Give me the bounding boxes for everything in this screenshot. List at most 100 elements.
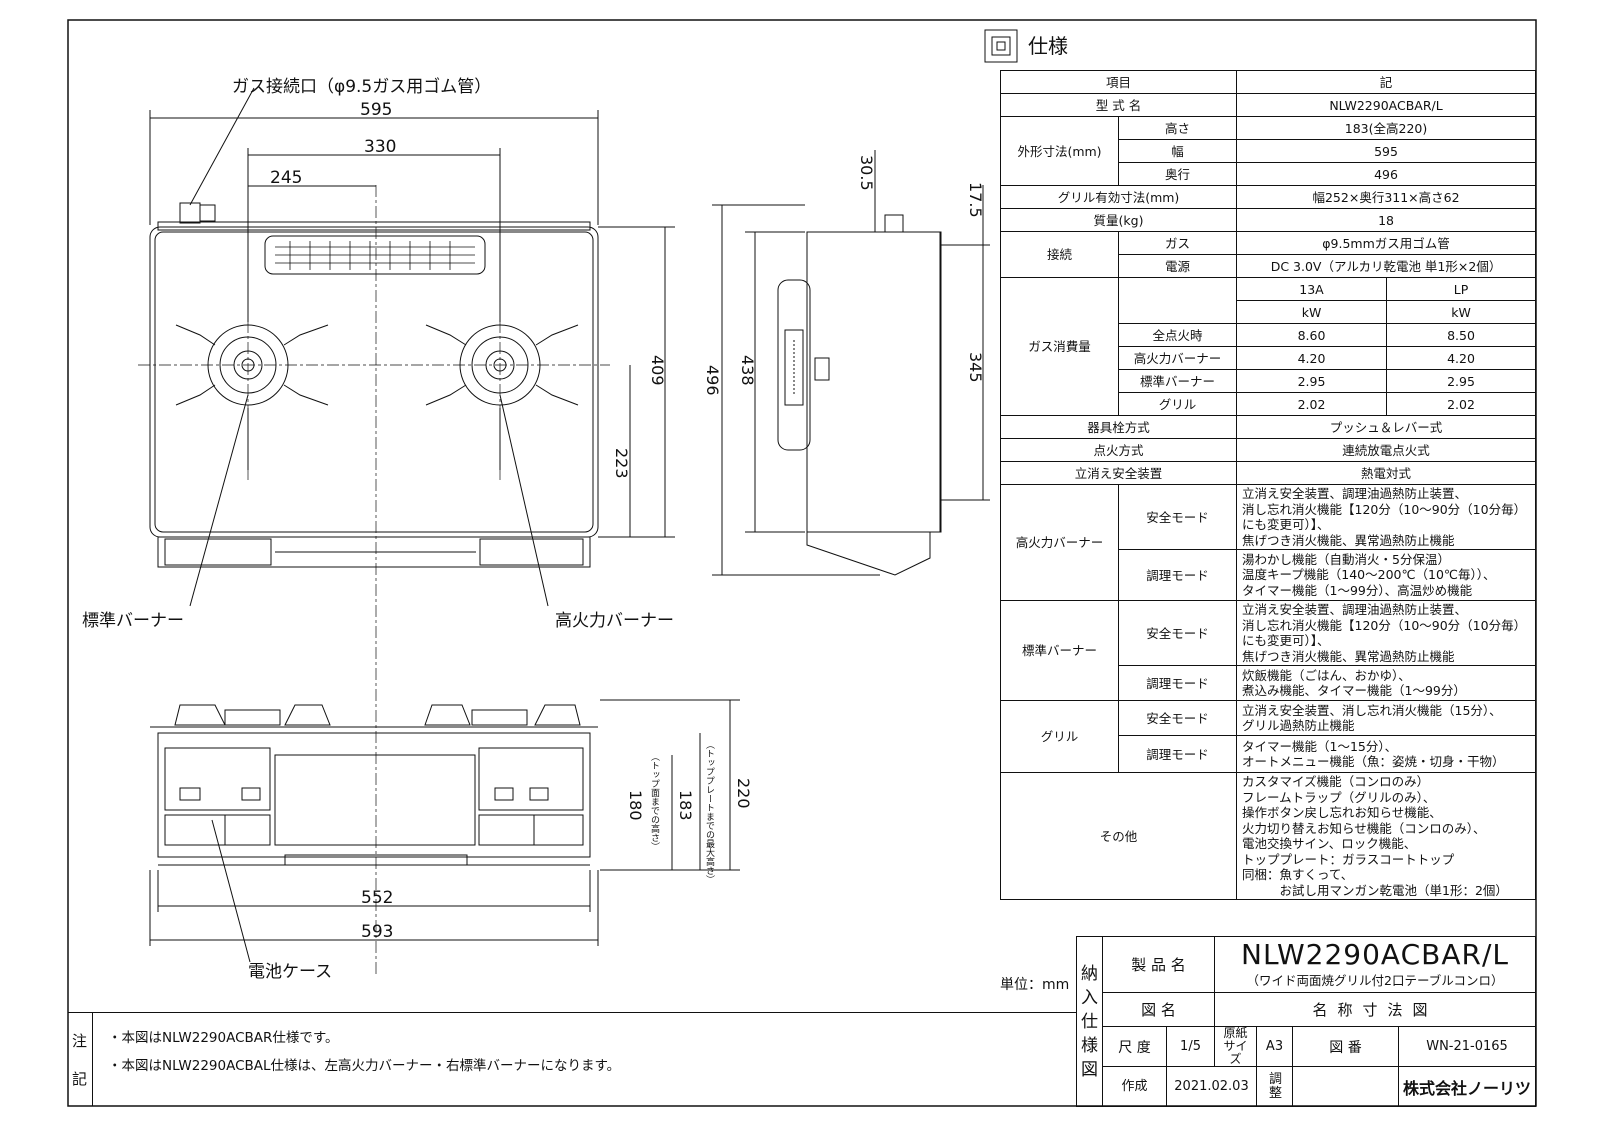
connection-key: ガス [1117, 231, 1238, 255]
table-row: グリル 安全モード 立消え安全装置、消し忘れ消火機能（15分）、 グリル過熱防止… [1000, 700, 1537, 773]
other-text: カスタマイズ機能（コンロのみ） フレームトラップ（グリルのみ）、 操作ボタン戻し… [1236, 772, 1537, 900]
ignition-value: 連続放電点火式 [1236, 438, 1537, 462]
table-row: 納 入 仕 様 図 製 品 名 NLW2290ACBAR/L （ワイド両面焼グリ… [1076, 936, 1537, 1107]
flame-safety-value: 熱電対式 [1236, 461, 1537, 485]
mode-label: 調理モード [1117, 549, 1238, 601]
gas-unit: kW [1236, 300, 1388, 324]
outer-dim-value: 595 [1236, 139, 1537, 163]
mode-label: 調理モード [1117, 665, 1238, 701]
created-date: 2021.02.03 [1165, 1066, 1258, 1107]
spec-table: 項目 記 型 式 名 NLW2290ACBAR/L 外形寸法(mm) 高さ 18… [999, 70, 1537, 900]
gas-value-lp: 8.50 [1386, 323, 1537, 347]
std-burner-label: 標準バーナー [1000, 600, 1119, 701]
paper-size-value: A3 [1256, 1026, 1294, 1067]
table-row: 標準バーナー 安全モード 立消え安全装置、調理油過熱防止装置、 消し忘れ消火機能… [1000, 600, 1537, 701]
table-row: 外形寸法(mm) 高さ 183(全高220) [1000, 116, 1537, 186]
gas-blank [1117, 277, 1238, 324]
created-label: 作成 [1102, 1066, 1167, 1107]
notes-head: 注 記 [68, 1012, 93, 1106]
dim-front-height-top-note: （トップ面までの高さ） [649, 752, 659, 851]
connection-value: φ9.5mmガス用ゴム管 [1236, 231, 1537, 255]
gas-row-key: グリル [1117, 392, 1238, 416]
table-row: 高火力バーナー 安全モード 立消え安全装置、調理油過熱防止装置、 消し忘れ消火機… [1000, 484, 1537, 601]
dim-burner-depth: 223 [612, 448, 631, 479]
spec-header-item: 項目 [999, 70, 1238, 94]
std-burner-safety-text: 立消え安全装置、調理油過熱防止装置、 消し忘れ消火機能【120分（10～90分（… [1236, 600, 1537, 666]
dim-front-height-total: 220 [734, 778, 753, 809]
dim-top-depth: 409 [648, 355, 667, 386]
dim-side-body-height: 345 [966, 352, 985, 383]
table-row: 質量(kg) 18 [999, 208, 1537, 232]
table-row: 項目 記 [999, 70, 1537, 94]
mode-label: 安全モード [1117, 700, 1238, 736]
gas-inlet-label: ガス接続口（φ9.5ガス用ゴム管） [232, 77, 492, 97]
table-row: 型 式 名 NLW2290ACBAR/L [999, 93, 1537, 117]
gas-value-13a: 8.60 [1236, 323, 1388, 347]
dim-side-depth-total: 496 [703, 365, 722, 396]
figure-name-label: 図 名 [1101, 992, 1216, 1027]
gas-row-key: 標準バーナー [1117, 369, 1238, 393]
dim-burner-spacing: 330 [364, 137, 397, 157]
connection-key: 電源 [1117, 254, 1238, 278]
table-row: 高火力バーナー 4.20 4.20 [1001, 346, 1537, 370]
product-description: （ワイド両面焼グリル付2口テーブルコンロ） [1246, 973, 1504, 988]
product-name-cell: NLW2290ACBAR/L （ワイド両面焼グリル付2口テーブルコンロ） [1214, 936, 1537, 993]
mode-label: 安全モード [1117, 484, 1238, 550]
spec-title: 仕様 [1028, 34, 1068, 58]
table-row: 立消え安全装置 熱電対式 [999, 461, 1537, 485]
drawing-number: WN-21-0165 [1398, 1026, 1537, 1067]
outer-dim-key: 高さ [1117, 116, 1238, 140]
gas-row-key: 高火力バーナー [1117, 346, 1238, 370]
adjust-label: 調整 [1256, 1066, 1294, 1107]
table-row: 奥行 496 [1001, 162, 1537, 186]
mass-label: 質量(kg) [999, 208, 1238, 232]
high-power-burner-label: 高火力バーナー [555, 611, 674, 631]
paper-size-label: 原紙サイズ [1214, 1026, 1258, 1067]
table-row: 標準バーナー 2.95 2.95 [1001, 369, 1537, 393]
table-row: kW kW [1001, 300, 1537, 324]
dim-top-width: 595 [360, 100, 393, 120]
grill-cook-text: タイマー機能（1～15分）、 オートメニュー機能（魚：姿焼・切身・干物） [1236, 735, 1537, 773]
high-burner-cook-text: 湯わかし機能（自動消火・5分保温） 温度キープ機能（140～200℃（10℃毎）… [1236, 549, 1537, 601]
gas-value-lp: 4.20 [1386, 346, 1537, 370]
table-row: グリル 2.02 2.02 [1001, 392, 1537, 416]
dim-side-top-offset: 30.5 [857, 155, 876, 191]
table-row: 尺 度 1/5 原紙サイズ A3 図 番 WN-21-0165 [1077, 1026, 1537, 1067]
table-row: 全点火時 8.60 8.50 [1001, 323, 1537, 347]
dim-front-height-plate-note: （トッププレートまでの最大高さ） [704, 740, 714, 884]
gas-value-13a: 2.02 [1236, 392, 1388, 416]
model-label: 型 式 名 [999, 93, 1238, 117]
dim-front-inner-width: 552 [361, 888, 394, 908]
model-value: NLW2290ACBAR/L [1236, 93, 1537, 117]
other-label: その他 [999, 772, 1238, 900]
outer-dim-label: 外形寸法(mm) [1000, 116, 1119, 186]
gas-value-13a: 2.95 [1236, 369, 1388, 393]
dim-front-width: 593 [361, 922, 394, 942]
dim-front-height-top: 180 [626, 790, 645, 821]
connection-label: 接続 [1000, 231, 1119, 278]
gas-consumption-label: ガス消費量 [1000, 277, 1119, 416]
adjust-blank [1292, 1066, 1400, 1107]
company-logo: 株式会社ノーリツ [1398, 1066, 1537, 1107]
grill-safety-text: 立消え安全装置、消し忘れ消火機能（15分）、 グリル過熱防止機能 [1236, 700, 1537, 736]
table-row: 調理モード タイマー機能（1～15分）、 オートメニュー機能（魚：姿焼・切身・干… [1001, 735, 1537, 773]
battery-case-label: 電池ケース [248, 962, 333, 982]
mode-label: 調理モード [1117, 735, 1238, 773]
table-row: 図 名 名称寸法図 [1077, 992, 1537, 1027]
title-block: 納 入 仕 様 図 製 品 名 NLW2290ACBAR/L （ワイド両面焼グリ… [1076, 936, 1537, 1107]
outer-dim-key: 奥行 [1117, 162, 1238, 186]
gas-value-lp: 2.95 [1386, 369, 1537, 393]
table-row: ガス消費量 13A LP [1000, 277, 1537, 416]
table-row: 点火方式 連続放電点火式 [999, 438, 1537, 462]
table-row: 作成 2021.02.03 調整 株式会社ノーリツ [1077, 1066, 1537, 1107]
product-name: NLW2290ACBAR/L [1241, 938, 1509, 971]
dim-front-height-plate: 183 [676, 790, 695, 821]
grill-dim-value: 幅252×奥行311×高さ62 [1236, 185, 1537, 209]
side-view [712, 150, 990, 576]
outer-dim-value: 496 [1236, 162, 1537, 186]
product-name-label: 製 品 名 [1101, 936, 1216, 993]
mass-value: 18 [1236, 208, 1537, 232]
table-row: 調理モード 炊飯機能（ごはん、おかゆ）、 煮込み機能、タイマー機能（1～99分） [1001, 665, 1537, 701]
ignition-label: 点火方式 [999, 438, 1238, 462]
